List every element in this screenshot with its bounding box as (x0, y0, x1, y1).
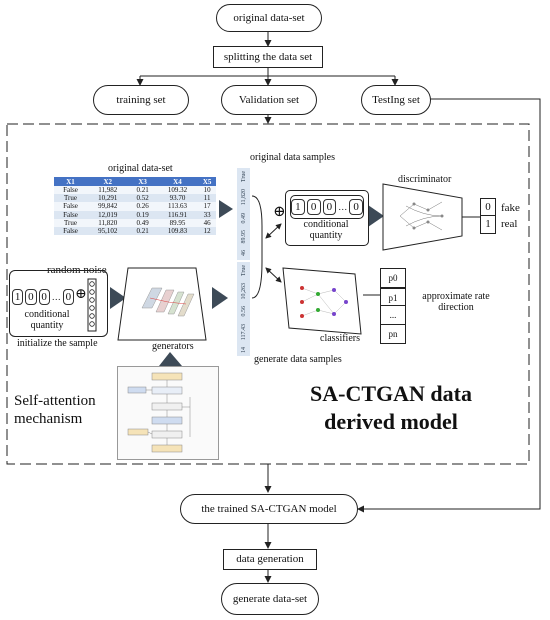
discriminator-network-image (399, 201, 444, 231)
classifiers-label: classifiers (320, 333, 360, 344)
table-header: X2 (86, 177, 129, 186)
conditional-digits-lower: 1 0 0 … 0 (12, 287, 74, 307)
initialize-sample-frame (9, 270, 108, 337)
arrow-to-discriminator-branch (265, 223, 282, 239)
generator-to-strip-arrow (212, 287, 228, 309)
table-title: original data-set (108, 163, 173, 174)
node-testing-set: TestIng set (361, 85, 431, 115)
node-splitting: splitting the data set (213, 46, 323, 68)
table-header: X4 (156, 177, 199, 186)
digit: 0 (25, 289, 37, 305)
digit: 0 (62, 289, 74, 305)
arrow-to-classifier-branch (265, 267, 282, 283)
output-real-label: real (501, 218, 518, 230)
self-attention-diagram (117, 366, 219, 460)
node-data-generation: data generation (223, 549, 317, 570)
discriminator-shape (382, 183, 463, 251)
table-to-strip-arrow (219, 200, 233, 218)
digit: 1 (291, 199, 305, 215)
class-output: p0 (380, 268, 406, 288)
table-header: X3 (128, 177, 157, 186)
generator-network-image (141, 287, 195, 317)
discriminator-output-box: 0 1 (480, 198, 496, 234)
node-original-dataset: original data-set (216, 4, 322, 32)
model-frame (6, 123, 530, 465)
testing-loop (357, 98, 541, 513)
output-fake-label: fake (501, 202, 520, 214)
plus-icon: ⊕ (273, 204, 286, 220)
digit: 0 (322, 199, 337, 215)
strip-bracket (251, 195, 263, 299)
conditional-quantity-upper: conditional quantity (303, 219, 349, 241)
self-attention-to-generator-arrow (159, 352, 182, 366)
node-validation-set: Validation set (221, 85, 317, 115)
table-header: X5 (198, 177, 216, 186)
sa-ctgan-title-line1: SA-CTGAN data (310, 381, 472, 406)
self-attention-label: Self-attention mechanism (14, 393, 96, 427)
initialize-sample-label: initialize the sample (17, 338, 98, 349)
discriminator-label: discriminator (398, 174, 452, 185)
generate-samples-label: generate data samples (254, 354, 342, 365)
output-real-value: 1 (485, 218, 491, 230)
class-output: ... (380, 305, 406, 325)
noise-column (87, 278, 97, 332)
digit: 1 (12, 289, 24, 305)
digit: 0 (306, 199, 321, 215)
conditional-quantity-frame-upper (285, 190, 369, 246)
output-fake-value: 0 (481, 199, 495, 216)
table-header: X1 (54, 177, 87, 186)
node-generate-dataset: generate data-set (221, 583, 319, 615)
generators-label: generators (152, 341, 194, 352)
sa-ctgan-title-line2: derived model (324, 409, 458, 434)
digit-ellipsis: … (51, 292, 61, 302)
class-output: pn (380, 324, 406, 344)
generated-sample-strip: True 10,263 0.56 117.43 14 (237, 262, 250, 356)
node-trained-model: the trained SA-CTGAN model (180, 494, 358, 524)
classifier-network-image (300, 286, 348, 318)
conditional-to-discriminator-arrow (368, 205, 384, 227)
digit: 0 (349, 199, 363, 215)
node-training-set: training set (93, 85, 189, 115)
plus-icon: ⊕ (75, 287, 87, 302)
digit-ellipsis: … (338, 202, 348, 212)
conditional-digits-upper: 1 0 0 … 0 (290, 195, 364, 219)
conditional-quantity-lower: conditional quantity (24, 309, 70, 331)
approximate-rate-label: approximate rate direction (422, 291, 490, 313)
noise-to-generator-arrow (110, 287, 126, 309)
original-sample-strip: True 11,820 0.49 89.95 46 (237, 168, 250, 260)
self-attention-structure-image (127, 372, 191, 453)
digit: 0 (38, 289, 50, 305)
original-samples-label: original data samples (250, 152, 335, 163)
